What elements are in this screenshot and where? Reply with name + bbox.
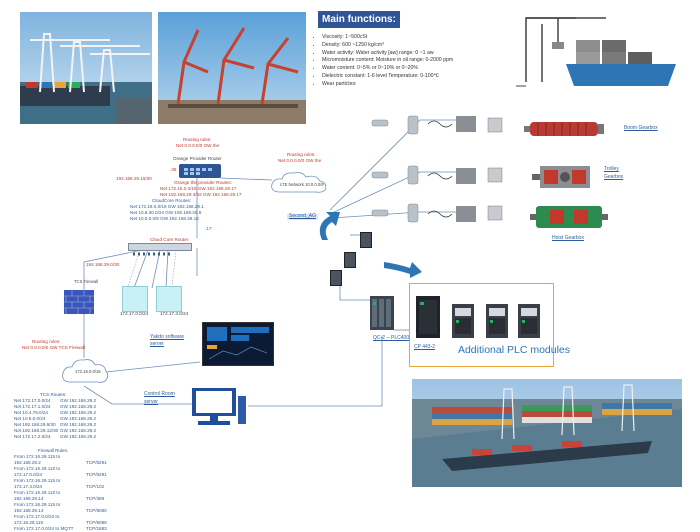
- orange-route: Net 192.168.29.3/32 GW 192.168.29.17: [160, 192, 242, 197]
- orange-router-label: Orange Provider Router: [173, 156, 222, 161]
- function-item: Density: 600 ~1250 kg/cm³: [322, 42, 453, 50]
- function-item: Dielectric constant: 1-6 level Temperatu…: [322, 73, 453, 81]
- port-crane-photo-2: [158, 12, 306, 124]
- second-ag-link[interactable]: Second_AG: [287, 213, 318, 220]
- routing-top-rule: Net 0.0.0.0/0 GW Ihe: [176, 143, 220, 148]
- switch-b-icon[interactable]: [156, 286, 182, 312]
- orange-route: Net 172.16.0.0/16 GW 192.168.29.17: [160, 186, 237, 191]
- additional-plc-box: [409, 283, 554, 367]
- yakdo-server-screen[interactable]: [202, 322, 274, 366]
- trolley-gearbox-link-2[interactable]: Gearbox: [604, 174, 624, 180]
- cloudcore-routes-title: CloudCore Routes:: [152, 198, 192, 203]
- orange-router-port: .38: [170, 167, 177, 172]
- yakdo-link[interactable]: Yakdo software: [150, 334, 185, 340]
- tcs-firewall-label: TCS Firewall: [74, 279, 98, 284]
- lte-network-label: LTE Network 10.0.0.0/8: [280, 182, 324, 187]
- sensor-chains: [371, 115, 503, 223]
- cloudcore-route: Net 10.0.0.0/8 GW 192.168.29.18: [130, 216, 199, 221]
- plc-module-1-icon[interactable]: [452, 304, 474, 338]
- routing-right-rule: Net 0.0.0.0/0 GW Ihe: [278, 158, 322, 163]
- cloudcore-route: Net 172.16.0.0/16 GW 192.168.29.1: [130, 204, 204, 209]
- firewall-icon[interactable]: [64, 290, 94, 314]
- orange-router-icon[interactable]: [179, 164, 221, 178]
- tcs-routes-title: TCS Routes:: [40, 392, 67, 397]
- boom-gearbox-icon[interactable]: [524, 116, 604, 142]
- boom-gearbox-link[interactable]: Boom Gearbox: [624, 125, 658, 131]
- lan-cloud-label: 172.16.0.0/16: [75, 369, 101, 374]
- secondary-link-subnet: 192.168.29.0/30: [86, 262, 120, 267]
- function-item: Water activity: Water activity [aw] rang…: [322, 50, 453, 58]
- subnet-b-label: 172.17.3.0/24: [160, 311, 189, 316]
- hoist-gearbox-link[interactable]: Hoist Gearbox: [552, 235, 584, 241]
- qc-plc-rack[interactable]: [370, 296, 394, 330]
- orange-routes-title: Orange the provider Routes:: [174, 180, 232, 185]
- routing-bottom-title: Routing rules:: [32, 339, 61, 344]
- network-lines: [83, 119, 470, 407]
- switch-a-icon[interactable]: [122, 286, 148, 312]
- quay-crane-illustration: [506, 10, 682, 88]
- additional-plc-label: Additional PLC modules: [457, 344, 571, 356]
- hoist-gearbox-icon[interactable]: [530, 200, 608, 234]
- port-crane-photo-1: [20, 12, 152, 124]
- routing-top-title: Routing rules:: [183, 137, 212, 142]
- trolley-gearbox-link[interactable]: Trolley: [604, 166, 619, 172]
- qc-plc-link[interactable]: QC-2 -- PLC400: [373, 335, 410, 341]
- trolley-gearbox-icon[interactable]: [530, 160, 600, 194]
- plc-module-3-icon[interactable]: [518, 304, 540, 338]
- main-functions-list: Viscosity: 1~500cSt Density: 600 ~1250 k…: [312, 34, 453, 89]
- function-item: Micromoisture content: Moisture in oil r…: [322, 57, 453, 65]
- cloudcore-port: .17: [205, 226, 212, 231]
- gateway-module-2[interactable]: [344, 252, 356, 268]
- gateway-module-3[interactable]: [330, 270, 342, 286]
- firewall-rules-title: Firewall Rules:: [38, 448, 69, 453]
- subnet-a-label: 172.17.0.0/24: [120, 311, 149, 316]
- lan-cloud-icon: [60, 356, 110, 386]
- cp-module-link[interactable]: CP 443-2: [414, 344, 436, 350]
- function-item: Water content: 0~5% or 0~10% or 0~20%: [322, 65, 453, 73]
- plc-module-2-icon[interactable]: [486, 304, 508, 338]
- function-item: Viscosity: 1~500cSt: [322, 34, 453, 42]
- cloudcore-route: Net 10.8.30.0/24 GW 192.168.29.6: [130, 210, 202, 215]
- control-room-computer-icon[interactable]: [188, 386, 248, 428]
- cloudcore-label: Cloud Core Router: [150, 237, 189, 242]
- control-room-link[interactable]: Control Room: [144, 391, 175, 397]
- control-room-link-2[interactable]: server: [144, 399, 158, 405]
- cloud-core-router-icon[interactable]: [128, 243, 192, 256]
- routing-bottom-rule: Net 0.0.0.0/0 GW TCS Firewall: [22, 345, 85, 350]
- gateway-module-1[interactable]: [360, 232, 372, 248]
- yakdo-link-2[interactable]: server: [150, 341, 164, 347]
- orange-router-subnet: 192.168.29.16/30: [116, 176, 152, 181]
- container-port-photo: [412, 379, 682, 487]
- function-item: Wear particles:: [322, 81, 453, 89]
- routing-right-title: Routing rules:: [287, 152, 316, 157]
- main-functions-title: Main functions:: [318, 11, 400, 28]
- lte-cloud-icon: [268, 170, 330, 196]
- cp-module-icon[interactable]: [416, 296, 440, 338]
